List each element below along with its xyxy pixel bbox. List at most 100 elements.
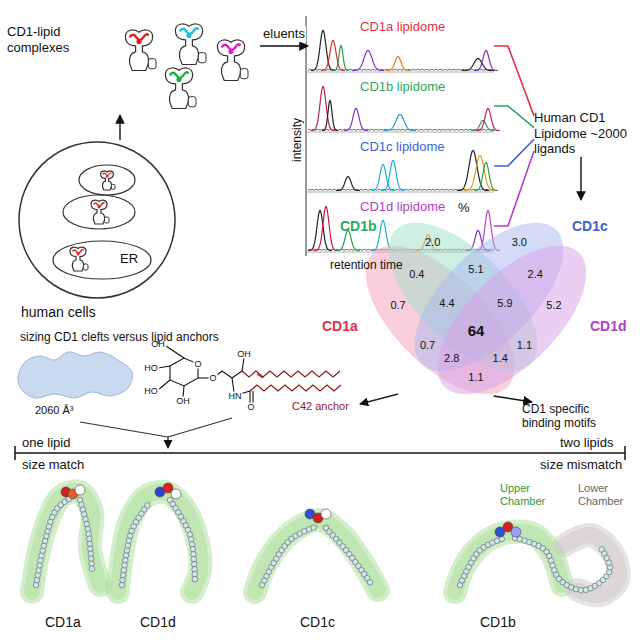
chemical-bond	[232, 371, 242, 378]
lipid-chain	[262, 526, 318, 585]
label-holder: CD1a	[45, 614, 81, 631]
percent-value: 1.1	[517, 339, 532, 352]
cleft-surface	[32, 491, 100, 592]
peak-trace	[344, 109, 368, 131]
scale-bar	[15, 452, 625, 454]
peak-trace	[476, 109, 500, 131]
b2m-domain	[188, 97, 196, 107]
atom-label: O	[193, 360, 202, 369]
lipid-head	[228, 49, 233, 54]
complex-group: CD1-lipid complexes	[5, 20, 260, 115]
label-holder: 2.8	[444, 352, 459, 365]
label-holder: sizing CD1 clefts versus lipid anchors	[20, 330, 219, 344]
peak-trace	[352, 51, 384, 71]
anchor-label: C42 anchor	[292, 400, 349, 413]
drawing-g	[101, 171, 115, 190]
cleft-surface	[565, 535, 619, 595]
set-label: CD1c	[572, 218, 608, 235]
percent-value: 3.0	[512, 236, 527, 249]
node-text: CD1d lipidome	[358, 199, 447, 215]
percent-value: 0.4	[409, 269, 424, 282]
peak-trace	[384, 115, 416, 131]
node-text: CD1-lipid complexes	[7, 24, 107, 55]
label-holder: Lower Chamber	[578, 482, 630, 508]
label-holder: 0.7	[420, 339, 435, 352]
cleft-surface	[118, 492, 200, 592]
percent-value: 1.4	[493, 352, 508, 365]
label-holder: 0.4	[409, 269, 424, 282]
label-holder: O	[208, 374, 217, 383]
drawing-g	[217, 40, 248, 81]
carbon-atom	[192, 576, 198, 582]
label-holder: 4.4	[439, 297, 454, 310]
b2m-domain	[105, 217, 110, 223]
flow-arrow	[580, 157, 581, 200]
label-holder: Upper Chamber	[500, 482, 562, 508]
peak-trace	[321, 41, 345, 71]
bracket-line	[494, 106, 534, 128]
label-holder: OH	[175, 397, 191, 406]
organelle-oval	[63, 195, 135, 229]
bracket-line	[494, 139, 534, 166]
label-holder: CD1d	[590, 318, 627, 335]
cleft-surface	[255, 520, 378, 592]
b2m-domain	[148, 59, 156, 69]
lipid-chain	[170, 500, 195, 580]
lipid-head	[136, 39, 141, 44]
cleft-surface	[565, 535, 619, 595]
lipid-head	[176, 77, 181, 82]
merge-line	[80, 422, 168, 437]
label-holder: intensity	[290, 118, 304, 162]
cleft-surface	[455, 531, 562, 592]
label-holder: 5.1	[468, 264, 483, 277]
cleft-surface	[118, 492, 200, 592]
peak-trace	[381, 161, 405, 191]
peak-trace	[314, 207, 338, 251]
head-atom	[321, 509, 331, 519]
lipid-chain	[515, 538, 610, 590]
peak-trace	[336, 177, 360, 191]
volume-label: 2060 Å³	[35, 404, 74, 417]
carbon-atom	[599, 547, 605, 553]
label-holder: eluents	[262, 26, 306, 42]
label-holder: size match	[22, 457, 84, 473]
label-holder: 64	[468, 322, 485, 340]
double-bond	[257, 374, 263, 378]
label-holder: 0.7	[390, 299, 405, 312]
scale-tick	[624, 446, 626, 460]
merge-line	[168, 418, 232, 437]
percent-value: 1.1	[468, 371, 483, 384]
node-text: %	[458, 200, 470, 216]
node-text: CD1c lipidome	[358, 139, 447, 155]
percent-value: 2.4	[528, 269, 543, 282]
pointer-arrow	[360, 394, 398, 404]
label-holder: HO	[143, 387, 159, 396]
peak-trace	[371, 165, 395, 191]
organelle-oval	[79, 165, 135, 195]
axis-label: retention time	[330, 258, 403, 272]
structure-label: CD1b	[480, 614, 516, 631]
lipid-head	[98, 206, 101, 209]
set-label: CD1b	[340, 218, 377, 235]
percent-value: 64	[468, 322, 485, 340]
lipidome-label: Human CD1 Lipidome ~2000 ligands	[534, 110, 628, 157]
structure-label: CD1d	[140, 614, 176, 631]
atom-label: O	[246, 403, 255, 412]
percent-value: 5.1	[468, 264, 483, 277]
percent-value: 5.9	[497, 297, 512, 310]
node-text: CD1a lipidome	[358, 19, 447, 35]
label-holder: 2060 Å³	[35, 404, 74, 417]
percent-value: 2.8	[444, 352, 459, 365]
cell-shape	[17, 140, 177, 322]
drawing-g	[91, 200, 109, 224]
node-text: human cells	[21, 304, 96, 321]
lipid-chain	[242, 371, 340, 377]
peak-trace	[474, 51, 498, 71]
chemical-bond	[252, 391, 253, 403]
b2m-domain	[198, 53, 206, 63]
chromatogram-panel: CD1b lipidome	[308, 78, 494, 134]
node-text: Human CD1 Lipidome ~2000 ligands	[534, 110, 628, 157]
label-holder: one lipid	[22, 435, 70, 451]
atom-label: O	[208, 374, 217, 383]
carbon-atom	[89, 566, 95, 572]
